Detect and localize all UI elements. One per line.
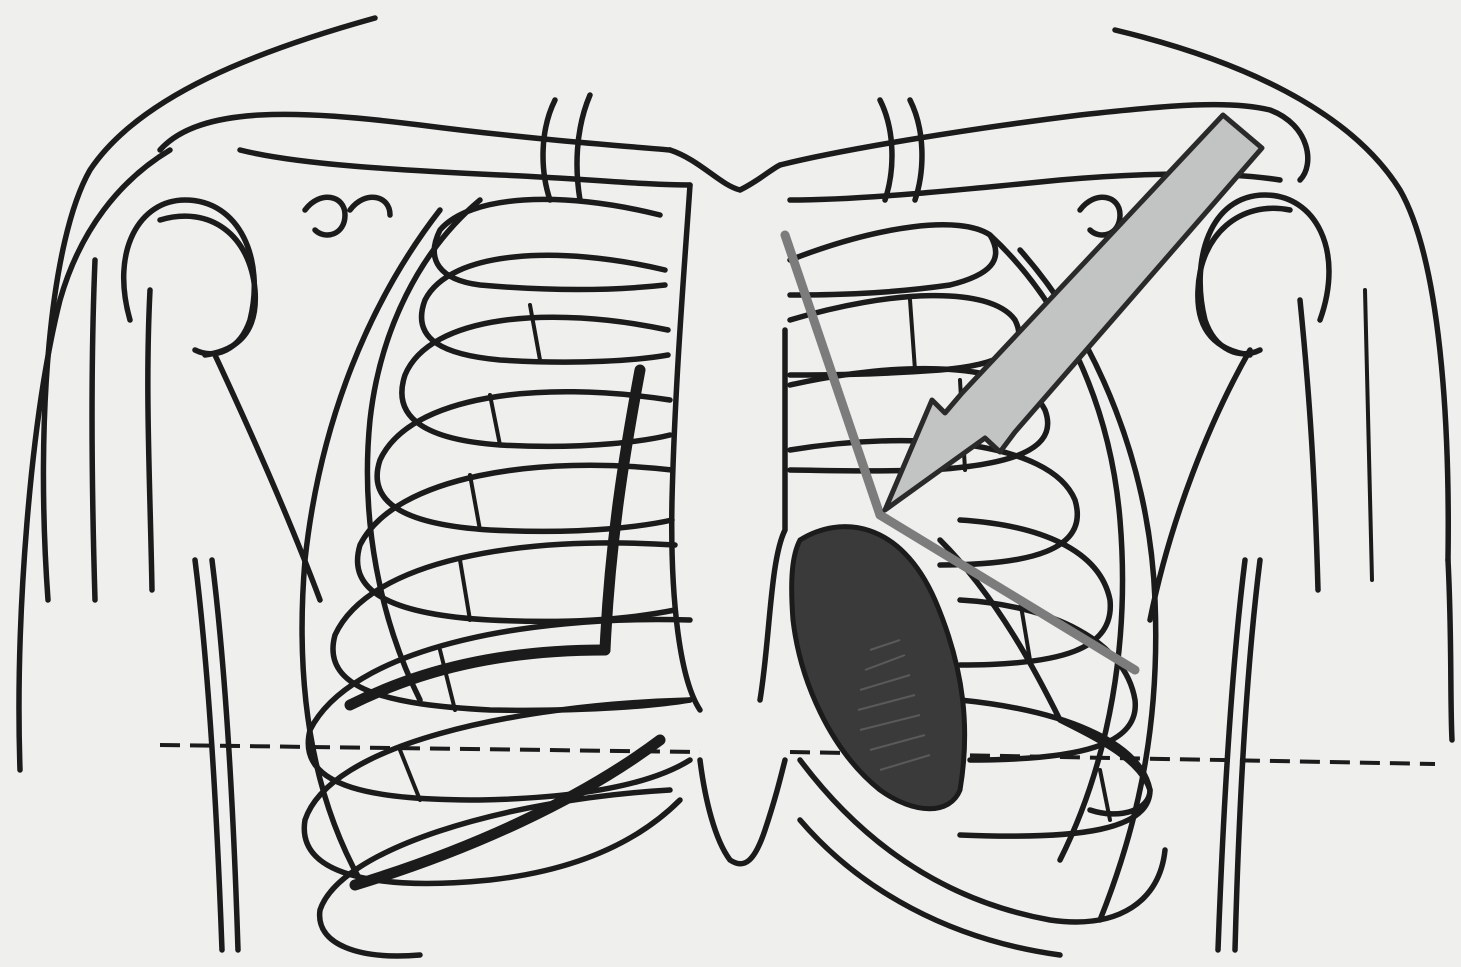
left-costal-cart-4 bbox=[460, 560, 470, 620]
right-rib-9 bbox=[800, 820, 1060, 955]
left-costal-cart-1 bbox=[530, 305, 540, 360]
left-costal-cart-5 bbox=[440, 650, 455, 710]
right-rib-1 bbox=[790, 225, 996, 295]
left-clavicle-bottom bbox=[240, 150, 690, 185]
left-costal-cart-2 bbox=[490, 395, 500, 445]
right-costal-cart-1 bbox=[910, 300, 915, 370]
sternum-left-border bbox=[672, 185, 700, 710]
left-costal-cart-3 bbox=[470, 475, 480, 530]
right-scapula-edge bbox=[1150, 350, 1250, 620]
right-neck-line-b bbox=[910, 100, 922, 200]
left-coracoid bbox=[305, 197, 390, 235]
right-neck-line-a bbox=[880, 100, 892, 200]
left-humeral-head bbox=[124, 200, 255, 354]
left-ribs bbox=[302, 199, 690, 956]
shaded-oval-region bbox=[792, 527, 965, 809]
xiphoid bbox=[700, 760, 785, 864]
left-flank-line-inner bbox=[212, 560, 238, 950]
lesion-oval bbox=[792, 527, 965, 809]
left-humerus-shaft-b bbox=[92, 260, 95, 600]
right-arm-outer-bar bbox=[1365, 290, 1372, 580]
left-humerus-shaft bbox=[148, 290, 152, 590]
right-humeral-head bbox=[1200, 195, 1329, 354]
left-neck-line-b bbox=[577, 95, 590, 200]
sternum-right-border bbox=[760, 330, 785, 700]
left-costal-cart-6 bbox=[400, 750, 420, 800]
left-clavicle-top bbox=[160, 114, 670, 150]
left-neck-line-a bbox=[543, 100, 555, 200]
left-rib-9 bbox=[320, 790, 670, 956]
left-vertical-bold-line bbox=[605, 370, 640, 650]
right-arm-contour bbox=[1448, 560, 1452, 740]
right-humerus-shaft bbox=[1300, 300, 1318, 590]
left-rib-2 bbox=[422, 255, 668, 362]
